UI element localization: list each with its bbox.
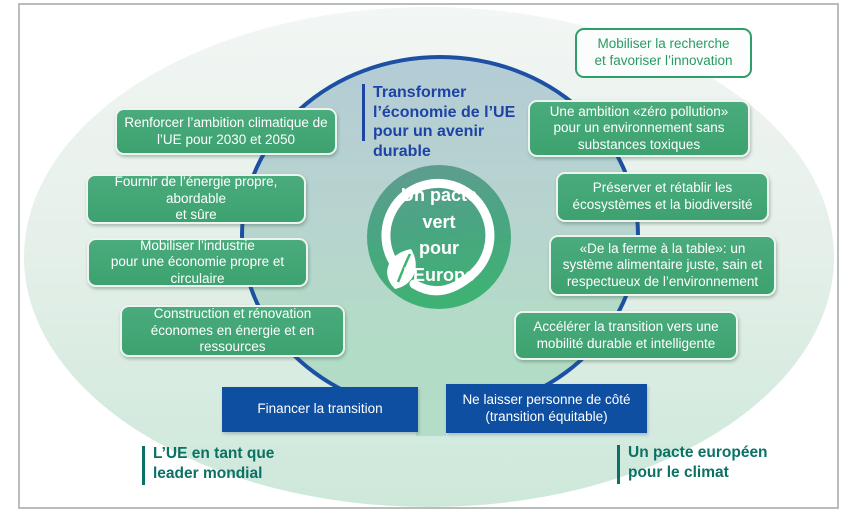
green-deal-circle-label: Un pacte vert pour l’Europe — [400, 185, 478, 285]
diagram-frame: Un pacte vert pour l’Europe Transformer … — [18, 3, 839, 509]
heading-accent-bar — [362, 84, 365, 141]
footer-left-accent-bar — [142, 446, 145, 485]
policy-box-biodiversite: Préserver et rétablir les écosystèmes et… — [556, 172, 769, 222]
policy-box-mobilite: Accélérer la transition vers une mobilit… — [514, 311, 738, 360]
footer-label-leader-mondial: L’UE en tant que leader mondial — [153, 445, 275, 482]
policy-box-zero-pollution: Une ambition «zéro pollution» pour un en… — [528, 100, 750, 157]
policy-box-financer-transition: Financer la transition — [222, 387, 418, 432]
diagram-stage: Un pacte vert pour l’Europe Transformer … — [20, 5, 837, 507]
connector-band — [416, 398, 446, 436]
footer-right-accent-bar — [617, 445, 620, 484]
policy-box-recherche-innovation: Mobiliser la recherche et favoriser l’in… — [575, 28, 752, 78]
policy-box-industrie: Mobiliser l’industrie pour une économie … — [87, 238, 308, 287]
footer-label-pacte-climat: Un pacte européen pour le climat — [628, 444, 768, 481]
diagram-heading: Transformer l’économie de l’UE pour un a… — [373, 84, 516, 160]
green-deal-leaf-logo-icon — [381, 178, 495, 296]
policy-box-energie-propre: Fournir de l’énergie propre, abordable e… — [86, 174, 306, 224]
green-deal-circle: Un pacte vert pour l’Europe — [367, 165, 511, 309]
policy-box-construction: Construction et rénovation économes en é… — [120, 305, 345, 357]
policy-box-renforcer-ambition: Renforcer l’ambition climatique de l’UE … — [115, 108, 337, 155]
policy-box-transition-equitable: Ne laisser personne de côté (transition … — [446, 384, 647, 433]
policy-box-ferme-table: «De la ferme à la table»: un système ali… — [549, 235, 776, 296]
